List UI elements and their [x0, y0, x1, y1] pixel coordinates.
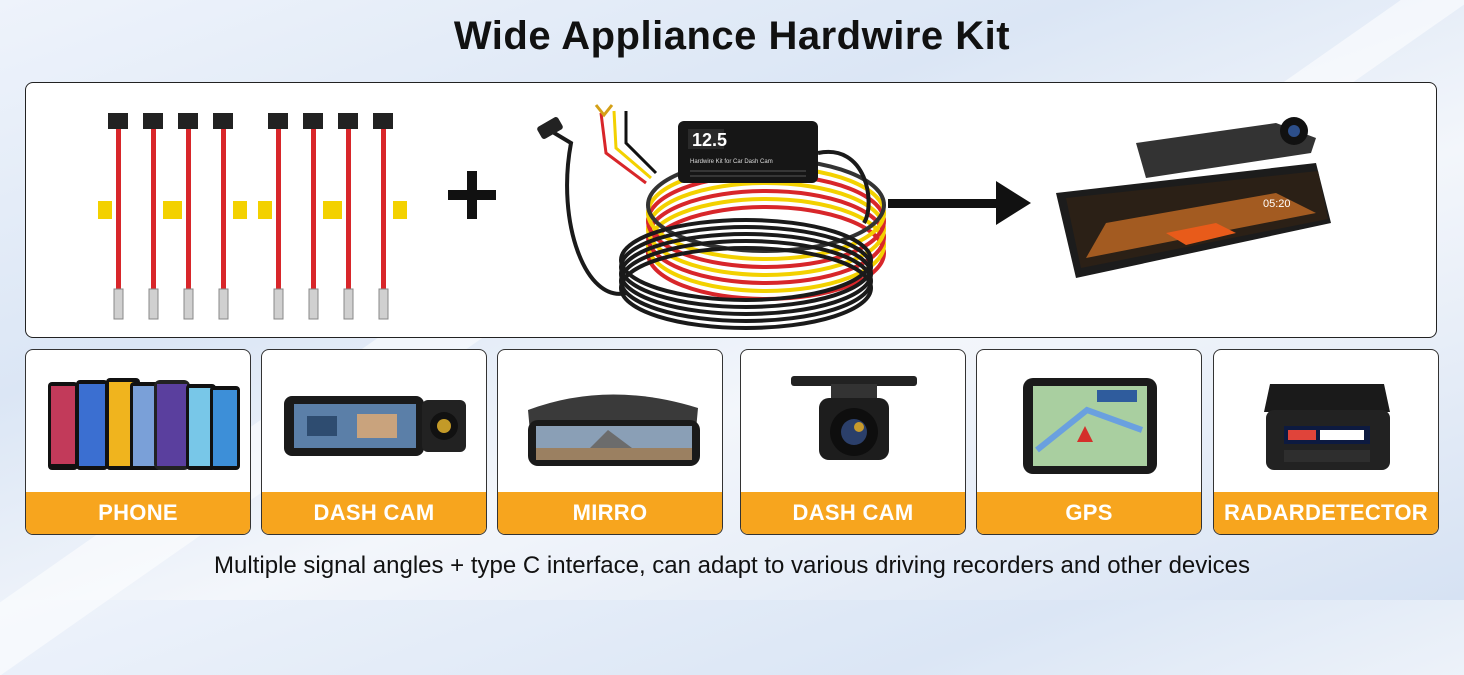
- arrow-right-icon: [888, 181, 1031, 225]
- device-card-phone: PHONE: [25, 349, 251, 535]
- device-label: DASH CAM: [741, 492, 965, 534]
- mirror-time: 05:20: [1263, 198, 1291, 210]
- module-label: Hardwire Kit for Car Dash Cam: [690, 159, 773, 165]
- plus-icon: [448, 171, 496, 219]
- fuse-tap-icon: [213, 113, 247, 320]
- hardwire-kit-image: 12.5 Hardwire Kit for Car Dash Cam: [537, 104, 886, 330]
- device-label: GPS: [977, 492, 1201, 534]
- page-title: Wide Appliance Hardwire Kit: [453, 14, 1011, 58]
- dash-cam-icon: [284, 396, 466, 456]
- backup-camera-icon: [791, 376, 917, 460]
- device-label: DASH CAM: [262, 492, 486, 534]
- fuse-tap-icon: [328, 113, 358, 320]
- device-card-backup-camera: DASH CAM: [740, 349, 966, 535]
- device-card-dash-cam: DASH CAM: [261, 349, 487, 535]
- phone-icon: [48, 378, 240, 470]
- device-label: RADARDETECTOR: [1214, 492, 1438, 534]
- gps-icon: [1023, 378, 1157, 474]
- mirror-cam-icon: [528, 394, 700, 466]
- device-label: MIRRO: [498, 492, 722, 534]
- fuse-tap-icon: [258, 113, 288, 320]
- fuse-taps-group: [98, 113, 407, 320]
- device-label: PHONE: [26, 492, 250, 534]
- module-display: 12.5: [692, 130, 727, 150]
- caption: Multiple signal angles + type C interfac…: [214, 552, 1250, 579]
- device-card-gps: GPS: [976, 349, 1202, 535]
- radar-detector-icon: [1264, 384, 1390, 470]
- device-card-mirror: MIRRO: [497, 349, 723, 535]
- fuse-tap-icon: [168, 113, 198, 320]
- fuse-tap-icon: [373, 113, 407, 320]
- mirror-dash-cam-image: 05:20: [1056, 117, 1331, 278]
- fuse-tap-icon: [98, 113, 128, 320]
- hero-panel: 12.5 Hardwire Kit for Car Dash Cam 05:20: [25, 82, 1437, 338]
- device-card-radar-detector: RADARDETECTOR: [1213, 349, 1439, 535]
